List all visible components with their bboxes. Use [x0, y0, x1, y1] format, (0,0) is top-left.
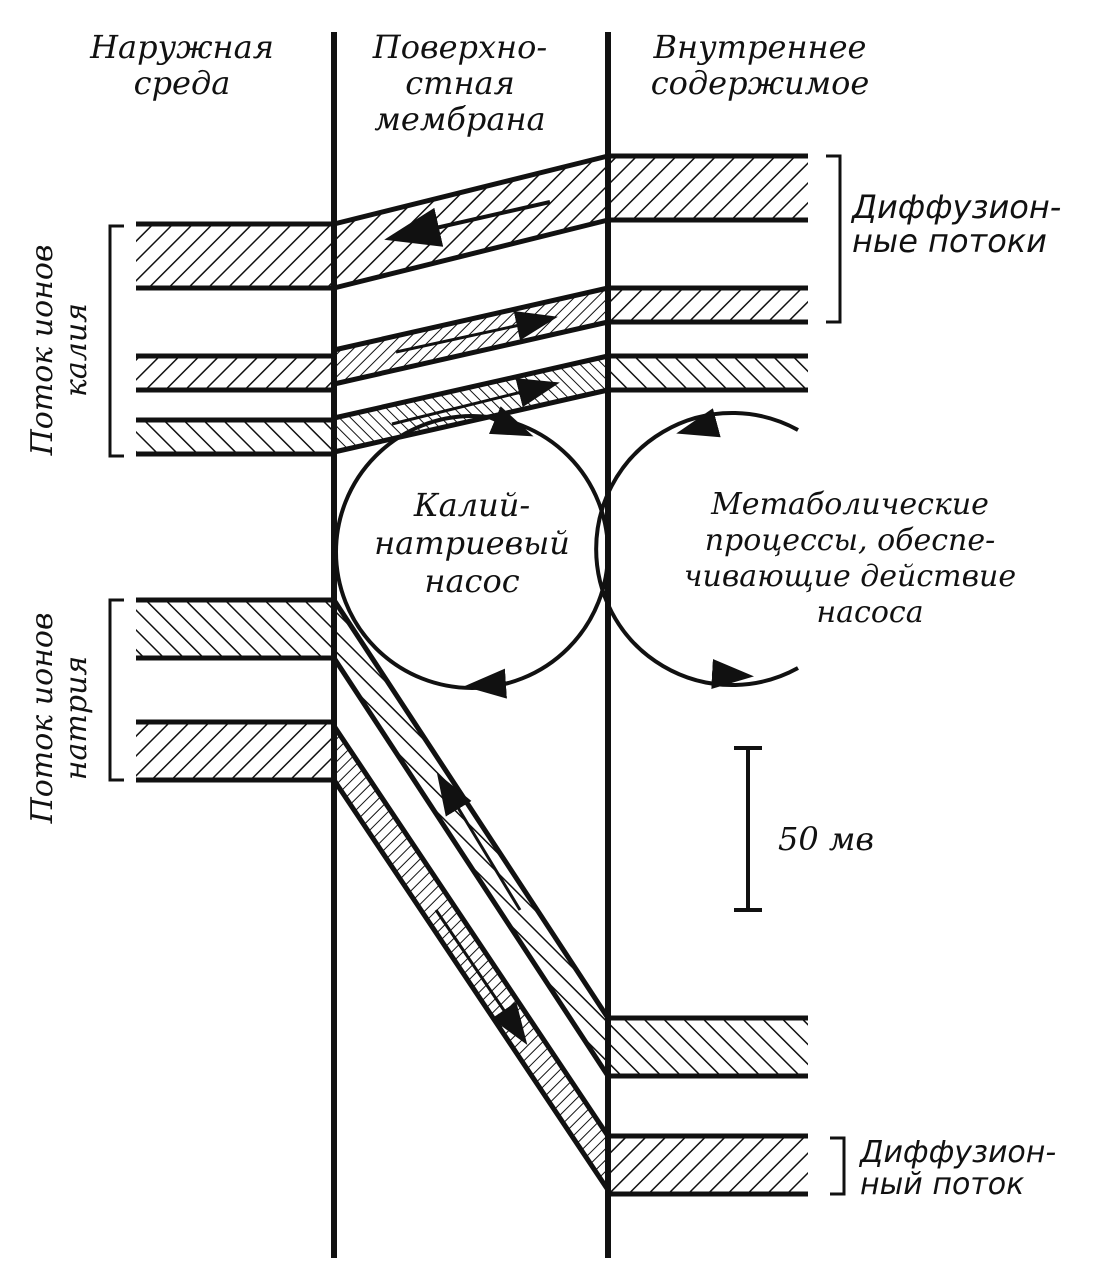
- sodium-band-1: [136, 597, 808, 1079]
- sodium-band-2: [136, 719, 808, 1197]
- sodium-bracket: [108, 598, 124, 782]
- label-diffusion-flows: Диффузион- ные потоки: [850, 188, 1061, 260]
- label-pump-line-1: Калий-: [413, 486, 530, 524]
- pump-arrow-bottom-icon: [464, 668, 507, 699]
- label-sodium-line-2: натрия: [59, 656, 94, 780]
- header-outer-line-2: среда: [134, 64, 231, 102]
- header-membrane-line-3: мембрана: [374, 100, 545, 138]
- arrow-inward: [395, 311, 558, 354]
- label-metabolic-line-3: чивающие действие: [684, 559, 1016, 594]
- header-membrane-line-2: стная: [405, 64, 515, 102]
- label-diffusion-flow: Диффузион- ный поток: [858, 1135, 1056, 1202]
- label-diffusion-flows-line-2: ные потоки: [852, 222, 1047, 260]
- arrow-outward: [384, 200, 551, 247]
- label-pump: Калий- натриевый насос: [374, 486, 570, 600]
- label-sodium-line-1: Поток ионов: [25, 613, 60, 825]
- header-membrane: Поверхно- стная мембрана: [372, 28, 547, 138]
- potassium-band-3: [136, 353, 808, 457]
- potassium-bracket: [108, 224, 124, 458]
- metabolic-arrow-top-icon: [676, 408, 721, 438]
- label-pump-line-3: насос: [424, 562, 519, 600]
- header-outer: Наружная среда: [89, 28, 274, 102]
- label-diffusion-flow-line-1: Диффузион-: [858, 1135, 1056, 1170]
- potassium-band-1: [136, 153, 808, 291]
- label-metabolic-line-4: насоса: [816, 595, 923, 630]
- scale-bar: [734, 746, 762, 912]
- header-inner-line-1: Внутреннее: [653, 28, 867, 66]
- arrow-inward: [434, 909, 528, 1045]
- label-metabolic-line-1: Метаболические: [710, 487, 989, 522]
- label-potassium-line-1: Поток ионов: [25, 245, 60, 457]
- pump-arrow-top-icon: [489, 406, 534, 437]
- label-pump-line-2: натриевый: [374, 524, 570, 562]
- diffusion-flow-bracket: [830, 1136, 846, 1196]
- label-sodium-flow: Поток ионов натрия: [25, 613, 94, 825]
- label-diffusion-flows-line-1: Диффузион-: [850, 188, 1061, 226]
- label-diffusion-flow-line-2: ный поток: [860, 1167, 1024, 1202]
- arrow-outward: [436, 772, 522, 911]
- header-inner: Внутреннее содержимое: [651, 28, 870, 102]
- label-metabolic: Метаболические процессы, обеспе- чивающи…: [684, 487, 1016, 630]
- label-potassium-line-2: калия: [59, 303, 94, 397]
- scale-bar-label: 50 мв: [778, 820, 874, 858]
- potassium-band-2: [136, 285, 808, 393]
- label-potassium-flow: Поток ионов калия: [25, 245, 94, 457]
- header-membrane-line-1: Поверхно-: [372, 28, 547, 66]
- header-inner-line-2: содержимое: [651, 64, 870, 102]
- arrow-inward: [391, 378, 560, 426]
- diffusion-flows-bracket: [826, 154, 842, 324]
- metabolic-arrow-bottom-icon: [711, 659, 754, 689]
- header-outer-line-1: Наружная: [89, 28, 274, 66]
- label-metabolic-line-2: процессы, обеспе-: [705, 523, 996, 558]
